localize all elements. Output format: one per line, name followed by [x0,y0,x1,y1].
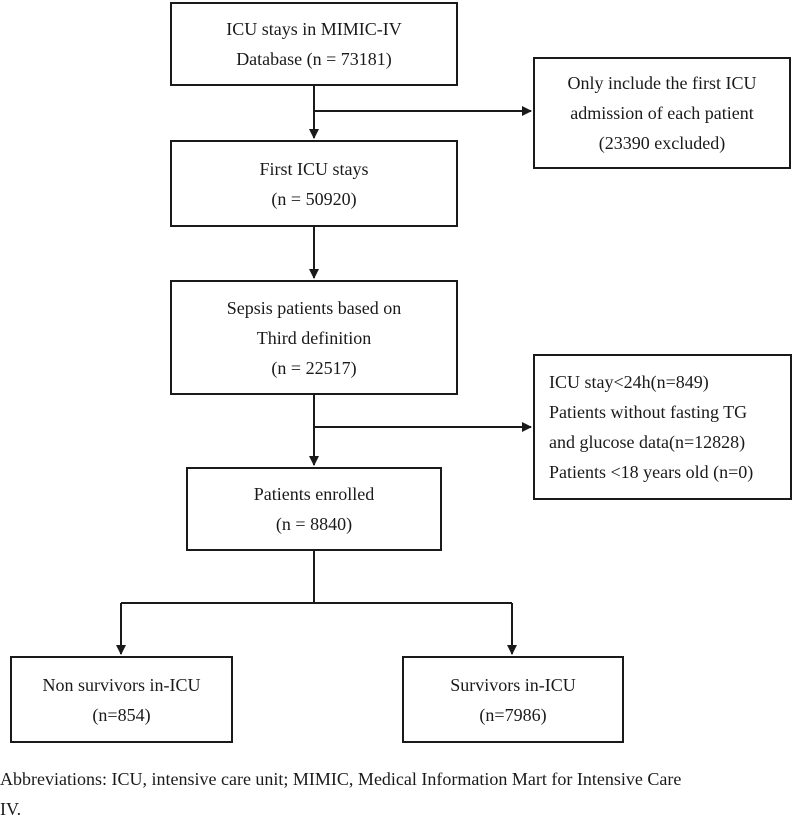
box-first-icu-rule-line-1: Only include the first ICU [567,73,757,93]
box-sepsis: Sepsis patients based on Third definitio… [170,280,458,395]
box-survivors-line-2: (n=7986) [479,704,547,725]
box-survivors-line-1: Survivors in-ICU [450,674,576,695]
footnote-line-2: IV. [0,799,22,819]
box-sepsis-line-3: (n = 22517) [271,357,357,378]
box-non-survivors: Non survivors in-ICU (n=854) [10,656,233,743]
box-non-survivors-line-2: (n=854) [92,704,151,725]
box-first-icu-rule-line-3: (23390 excluded) [598,133,726,153]
box-enrolled: Patients enrolled (n = 8840) [186,467,442,551]
box-sepsis-line-1: Sepsis patients based on [226,297,402,318]
box-icu-stays: ICU stays in MIMIC-IV Database (n = 7318… [170,2,458,86]
box-exclusions: ICU stay<24h(n=849) Patients without fas… [533,354,792,500]
box-non-survivors-line-1: Non survivors in-ICU [42,674,201,695]
box-exclusions-line-3: and glucose data(n=12828) [549,432,746,452]
box-first-icu-stays-line-1: First ICU stays [259,158,369,179]
box-first-icu-stays-line-2: (n = 50920) [271,188,357,209]
box-icu-stays-line-2: Database (n = 73181) [236,49,392,69]
footnote-line-1: Abbreviations: ICU, intensive care unit;… [0,769,682,789]
box-exclusions-line-4: Patients <18 years old (n=0) [549,462,754,482]
box-first-icu-rule: Only include the first ICU admission of … [533,57,791,169]
box-first-icu-rule-line-2: admission of each patient [570,103,754,123]
box-first-icu-stays: First ICU stays (n = 50920) [170,140,458,227]
abbreviations-footnote: Abbreviations: ICU, intensive care unit;… [0,764,800,824]
box-enrolled-line-1: Patients enrolled [253,484,375,504]
box-enrolled-line-2: (n = 8840) [275,514,353,534]
box-exclusions-line-2: Patients without fasting TG [549,402,748,422]
box-exclusions-line-1: ICU stay<24h(n=849) [549,372,709,392]
box-survivors: Survivors in-ICU (n=7986) [402,656,624,743]
box-icu-stays-line-1: ICU stays in MIMIC-IV [226,19,402,39]
box-sepsis-line-2: Third definition [256,327,372,348]
